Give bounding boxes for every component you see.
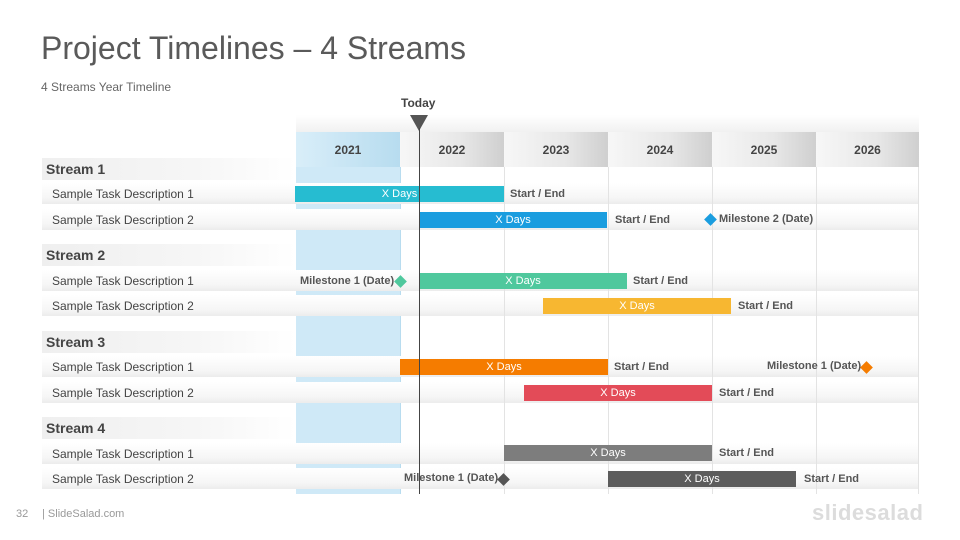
grid-line [712, 167, 713, 494]
grid-line [918, 167, 919, 494]
start-end-label: Start / End [738, 300, 794, 312]
page-title: Project Timelines – 4 Streams [41, 30, 467, 66]
start-end-label: Start / End [633, 275, 689, 287]
milestone-label: Milestone 1 (Date) [404, 472, 499, 484]
start-end-label: Start / End [804, 473, 860, 485]
task-label: Sample Task Description 2 [52, 386, 194, 400]
page-number: 32 [16, 508, 29, 520]
stream-title: Stream 1 [42, 158, 296, 180]
stream-title: Stream 4 [42, 417, 296, 439]
brand-logo: slidesalad [812, 500, 924, 525]
stream-title: Stream 2 [42, 244, 296, 266]
year-2024: 2024 [608, 132, 712, 167]
task-bar[interactable]: X Days [524, 385, 712, 401]
milestone-label: Milestone 2 (Date) [719, 213, 814, 225]
task-label: Sample Task Description 1 [52, 274, 194, 288]
year-header: 2021 2022 2023 2024 2025 2026 [296, 132, 919, 167]
task-label: Sample Task Description 1 [52, 187, 194, 201]
task-label: Sample Task Description 1 [52, 447, 194, 461]
task-bar[interactable]: X Days [419, 273, 627, 289]
footer-source: | SlideSalad.com [42, 508, 125, 520]
task-label: Sample Task Description 2 [52, 472, 194, 486]
task-label: Sample Task Description 1 [52, 360, 194, 374]
grid-line [816, 167, 817, 494]
start-end-label: Start / End [719, 447, 775, 459]
today-marker-icon [410, 115, 428, 131]
year-2021: 2021 [296, 132, 400, 167]
task-bar[interactable]: X Days [419, 212, 607, 228]
milestone-label: Milestone 1 (Date) [300, 275, 395, 287]
today-line [419, 128, 420, 494]
start-end-label: Start / End [614, 361, 670, 373]
year-2026: 2026 [816, 132, 919, 167]
task-bar[interactable]: X Days [504, 445, 712, 461]
page-subtitle: 4 Streams Year Timeline [41, 80, 172, 94]
start-end-label: Start / End [719, 387, 775, 399]
start-end-label: Start / End [615, 214, 671, 226]
stream-title: Stream 3 [42, 331, 296, 353]
task-bar[interactable]: X Days [295, 186, 504, 202]
task-label: Sample Task Description 2 [52, 299, 194, 313]
task-bar[interactable]: X Days [400, 359, 608, 375]
task-bar[interactable]: X Days [608, 471, 796, 487]
grid-line [504, 167, 505, 494]
year-2023: 2023 [504, 132, 608, 167]
start-end-label: Start / End [510, 188, 566, 200]
today-label: Today [401, 96, 436, 110]
year-2022: 2022 [400, 132, 504, 167]
grid-line [608, 167, 609, 494]
task-bar[interactable]: X Days [543, 298, 731, 314]
milestone-label: Milestone 1 (Date) [767, 360, 862, 372]
header-shadow [296, 115, 919, 132]
year-2025: 2025 [712, 132, 816, 167]
task-label: Sample Task Description 2 [52, 213, 194, 227]
